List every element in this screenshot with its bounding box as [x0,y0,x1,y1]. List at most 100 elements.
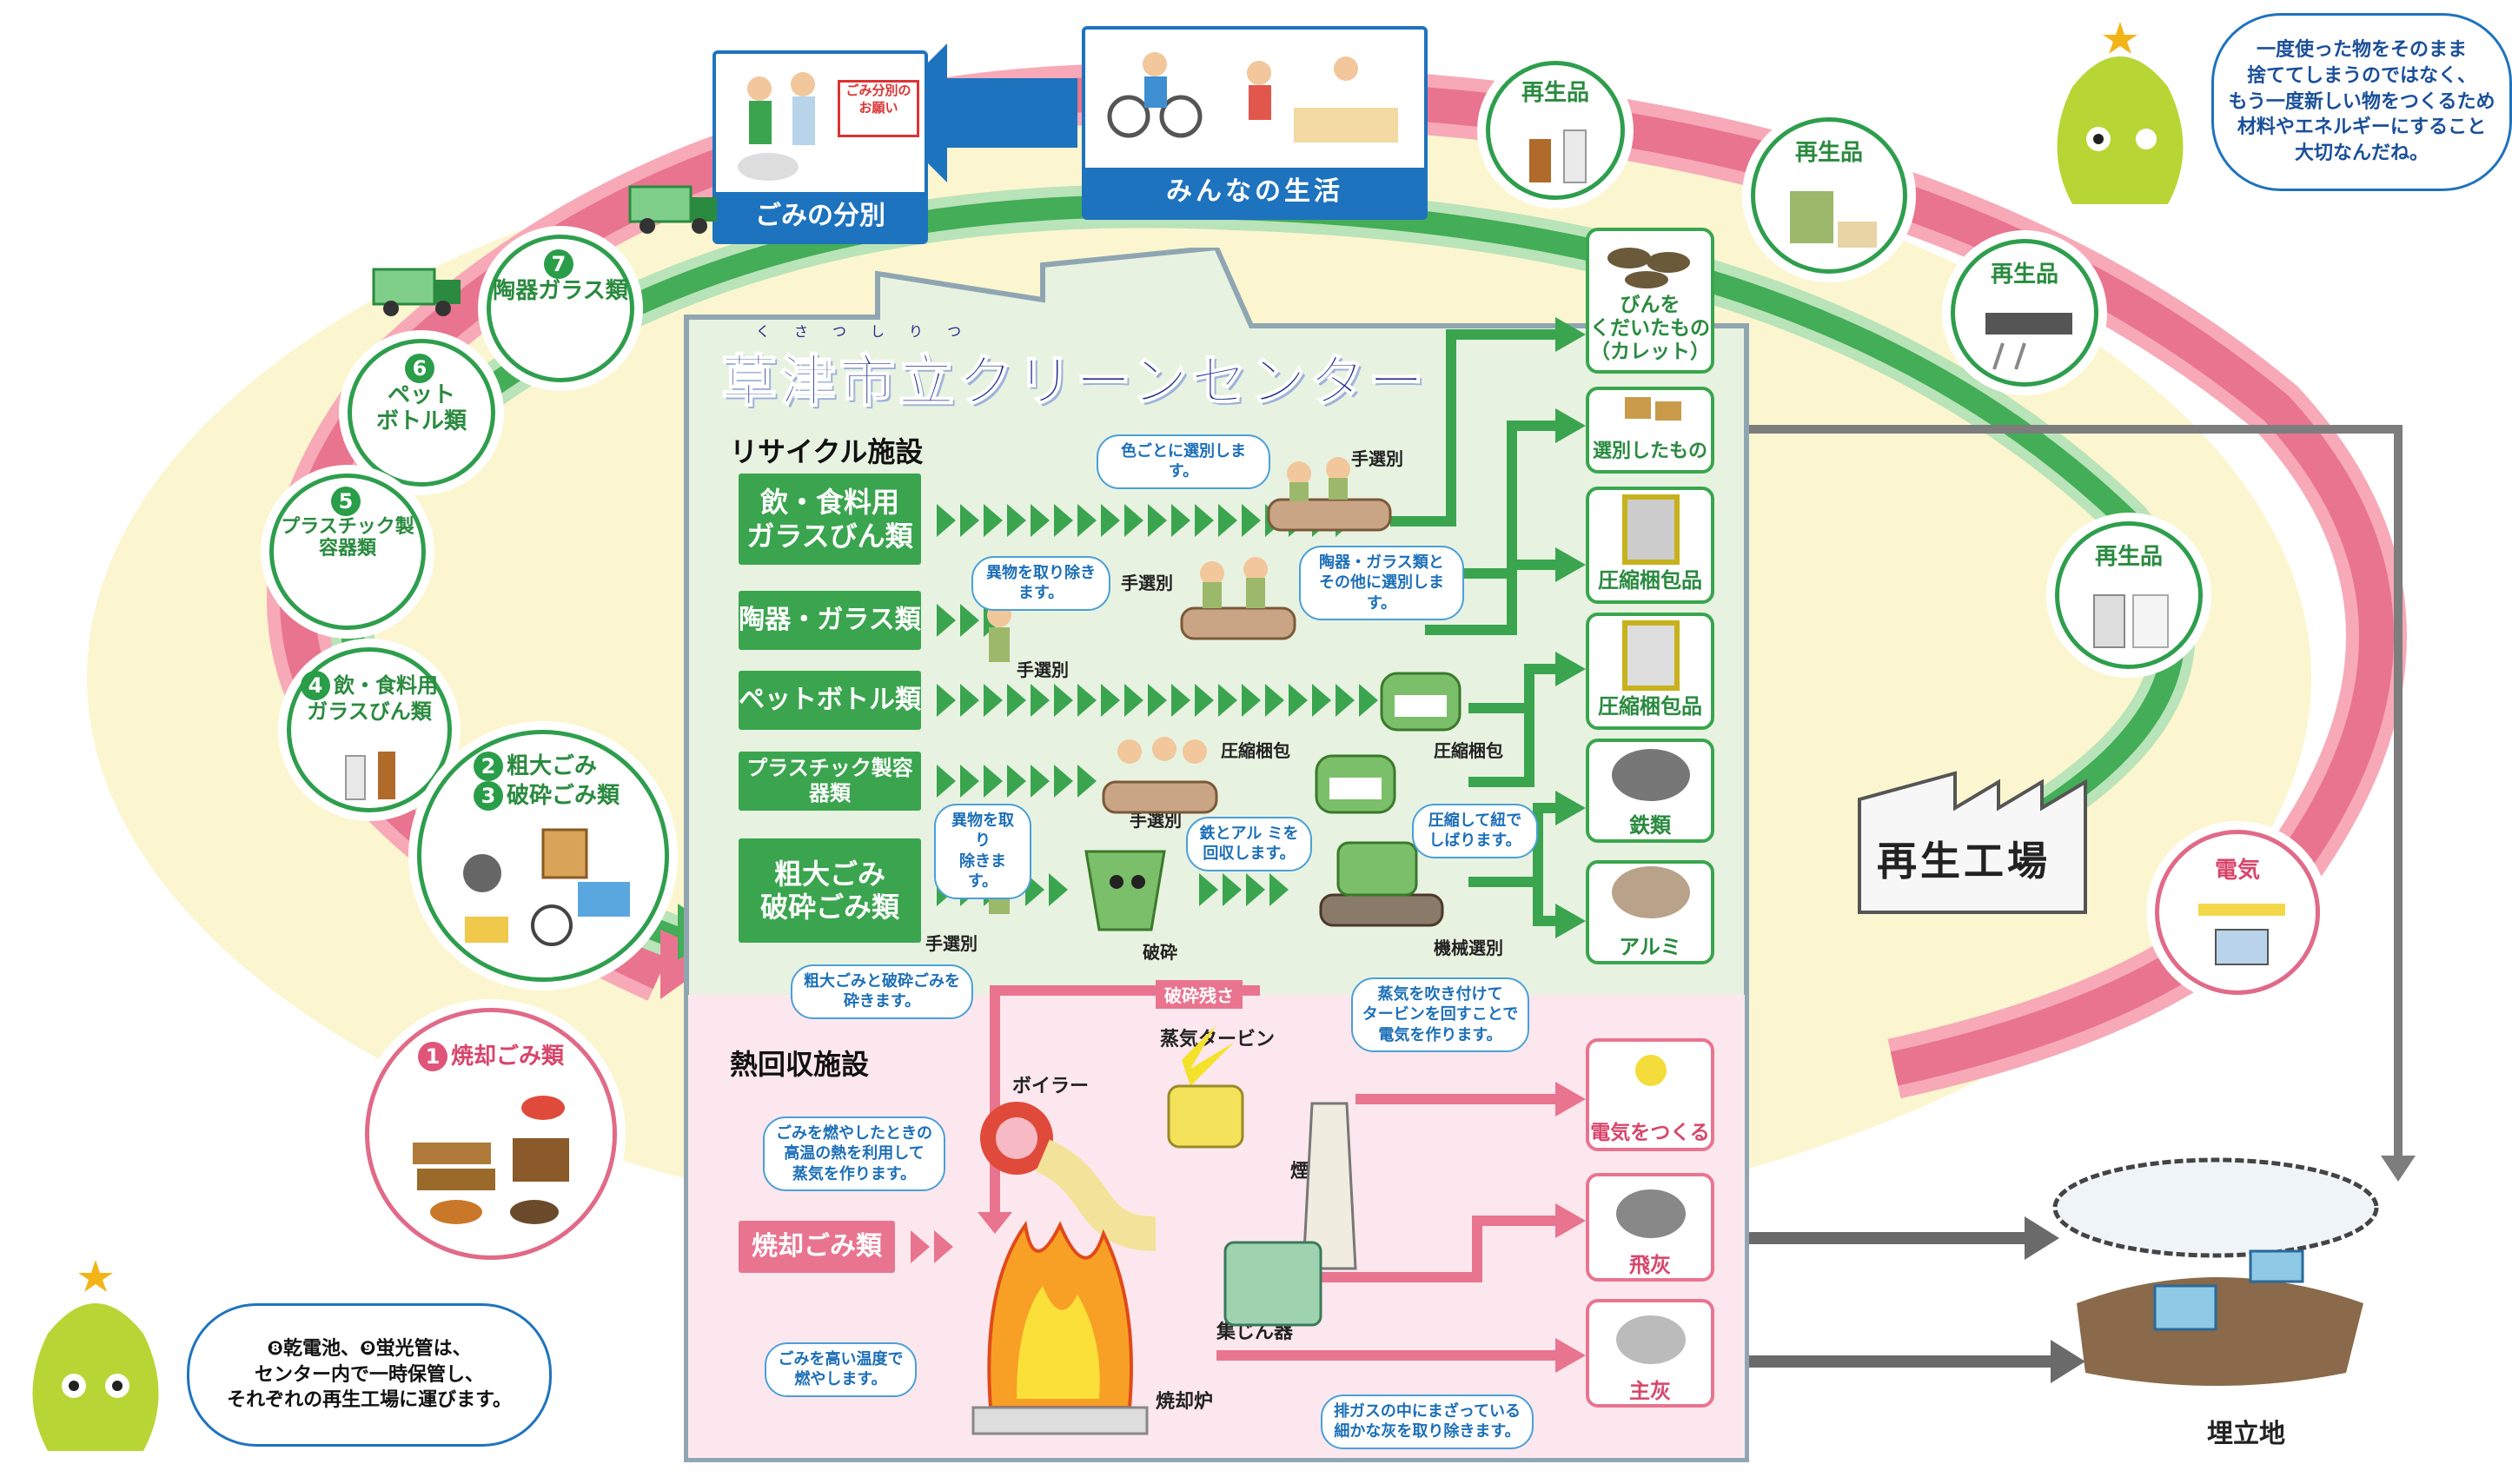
truck-icon [628,185,717,234]
output-sorted: 選別したもの [1586,387,1714,474]
callout-crushing: 粗大ごみと破砕ごみを 砕きます。 [791,964,973,1019]
number-badge: 7 [544,249,573,279]
callout-burn: ごみを高い温度で 燃やします。 [765,1342,917,1397]
living-box: みんなの生活 [1082,26,1428,220]
recycled-electricity: 電気 [2155,830,2320,995]
callout-dust-removal: 排ガスの中にまざっている 細かな灰を取り除きます。 [1321,1395,1534,1449]
landfill-label: 埋立地 [2207,1419,2285,1449]
label-burnable: 焼却ごみ類 [450,1043,564,1070]
output-fly-ash-label: 飛灰 [1629,1253,1671,1277]
flow-arrows [1199,873,1289,906]
callout-remove-foreign-1: 異物を取り除きます。 [971,556,1110,611]
number-badge: 2 [474,752,503,781]
label-machine-sort: 機械選別 [1434,937,1503,958]
category-pet-bottles: ペットボトル類 [739,671,921,730]
flow-arrows [937,684,1402,717]
category-plastic-containers: プラスチック製容器類 [739,752,921,811]
burnable-items-illustration [413,1096,569,1224]
label-boiler: ボイラー [1012,1076,1090,1097]
label-turbine: 蒸気タービン [1160,1029,1276,1050]
category-ceramics-glass: 陶器・ガラス類 [739,591,921,650]
metal-icon [1985,313,2072,370]
clothing-icon [1790,191,1877,248]
recycled-metal: 再生品 [1951,239,2098,387]
mascot-speech-top: 一度使った物をそのまま 捨ててしまうのではなく、 もう一度新しい物をつくるため … [2211,13,2512,191]
label-residue: 破砕残さ [1156,980,1243,1009]
landfill-illustration [2052,1157,2379,1386]
number-badge: 1 [417,1042,447,1071]
number-badge: 3 [474,781,503,811]
sorting-box: ごみ分別の お願い ごみの分別 [713,50,928,244]
label-hand-sort-1: 手選別 [1351,448,1403,469]
can-icon [2093,594,2169,648]
callout-steam-turbine: 蒸気を吹き付けて タービンを回すことで 電気を作ります。 [1351,977,1529,1053]
label-incinerator: 焼却炉 [1156,1391,1214,1413]
label-bulky: 粗大ごみ [507,753,598,779]
sorting-conveyor-illustration [1267,457,1392,532]
output-electricity-label: 電気をつくる [1590,1122,1710,1144]
recycle-factory-icon [1858,771,2087,914]
sorting-illustration [738,72,815,181]
heat-facility-header: 熱回収施設 [730,1048,870,1081]
center-title: 草津市立クリーンセンター [720,349,1428,415]
mascot-icon [2057,22,2184,204]
category-bulky-crushed: 粗大ごみ 破砕ごみ類 [739,838,921,943]
bottle-icon [1529,129,1587,183]
bottle-icon [345,752,395,800]
label-ceramics-glass: 陶器ガラス類 [493,278,628,304]
output-main-ash: 主灰 [1586,1299,1714,1408]
recycle-facility-header: リサイクル施設 [730,435,924,468]
output-icons [1607,248,1690,1364]
machine-sorter-illustration [1319,841,1444,927]
label-compress-1: 圧縮梱包 [1221,740,1290,761]
label-hand-sort-3: 手選別 [1017,659,1069,680]
label-pet-bottles: ペット ボトル類 [375,382,467,434]
recycled-bottles: 再生品 [1486,61,1625,200]
label-plastic-containers: プラスチック製 容器類 [281,516,414,560]
callout-press: 圧縮して紐で しばります。 [1412,804,1538,858]
output-main-ash-label: 主灰 [1629,1379,1671,1403]
label-crush: 破砕 [1143,942,1177,963]
category-burnable: 焼却ごみ類 [739,1221,895,1273]
people-illustration [1107,52,1398,142]
output-sorted-label: 選別したもの [1592,441,1707,462]
recycled-cans-paper: 再生品 [2055,521,2203,669]
flow-arrows [937,765,1097,798]
recycled-label: 再生品 [1990,262,2058,288]
label-compress-2: 圧縮梱包 [1434,740,1503,761]
electricity-label: 電気 [2214,858,2260,884]
recycled-label: 再生品 [2094,544,2163,570]
recycle-factory-label: 再生工場 [1877,838,2051,884]
callout-remove-foreign-2: 異物を取り 除きます。 [934,804,1031,899]
label-glass-bottles: 飲・食料用 ガラスびん類 [307,673,438,724]
callout-color-sort: 色ごとに選別します。 [1097,434,1270,489]
output-bale-2-label: 圧縮梱包品 [1598,694,1702,719]
incineration-illustration [971,1025,1357,1435]
output-cullet-label: びんを くだいたもの （カレット） [1590,294,1710,364]
flow-arrows [911,1230,953,1263]
callout-heat-use: ごみを燃やしたときの 高温の熱を利用して 蒸気を作ります。 [763,1116,945,1192]
bulky-items-illustration [463,828,630,946]
recycled-label: 再生品 [1521,80,1589,106]
compressor-illustration [1380,672,1461,732]
living-label: みんなの生活 [1085,168,1424,216]
crusher-illustration [1084,850,1166,931]
number-badge: 4 [301,671,330,700]
label-hand-sort-5: 手選別 [925,933,978,954]
label-hand-sort-2: 手選別 [1121,573,1173,593]
number-badge: 6 [405,354,434,383]
callout-ceramics-sort: 陶器・ガラス類と その他に選別します。 [1299,546,1464,621]
output-cullet: びんを くだいたもの （カレット） [1586,228,1714,374]
sorting-conveyor-illustration [1102,737,1218,814]
output-bale-1-label: 圧縮梱包品 [1598,568,1702,593]
truck-icon [372,268,461,316]
mascot-speech-bottom: ❽乾電池、❾蛍光管は、 センター内で一時保管し、 それぞれの再生工場に運びます。 [187,1303,552,1447]
lamp-icon [2198,904,2285,965]
compressor-illustration [1315,754,1396,814]
